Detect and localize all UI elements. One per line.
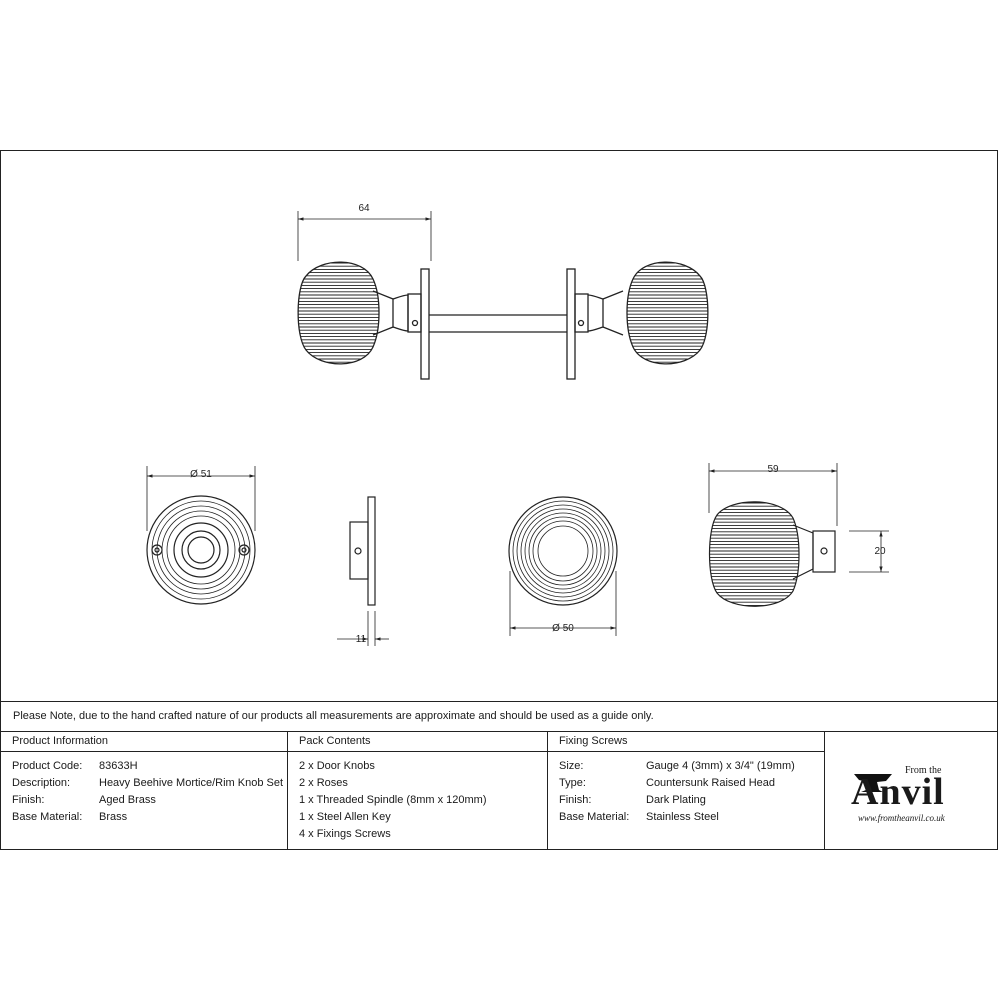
dimension-11 — [337, 611, 389, 646]
info-row: Base Material: Brass — [12, 809, 287, 826]
from-the-anvil-logo: From the Anvil www.fromtheanvil.co.uk — [824, 732, 997, 849]
panel-heading: Product Information — [1, 732, 287, 752]
info-row: Product Code: 83633H — [12, 758, 287, 775]
panel-heading: Pack Contents — [288, 732, 547, 752]
measurement-note: Please Note, due to the hand crafted nat… — [1, 701, 997, 732]
list-item: 1 x Steel Allen Key — [299, 811, 391, 823]
info-value: Gauge 4 (3mm) x 3/4" (19mm) — [646, 760, 795, 772]
info-row: Description: Heavy Beehive Mortice/Rim Kn… — [12, 775, 287, 792]
info-value: 83633H — [99, 760, 138, 772]
info-value: Stainless Steel — [646, 811, 719, 823]
list-item: 2 x Roses — [299, 777, 348, 789]
info-label: Type: — [559, 777, 586, 789]
info-row: Size: Gauge 4 (3mm) x 3/4" (19mm) — [559, 758, 824, 775]
dimension-51 — [146, 466, 256, 531]
info-row: Type: Countersunk Raised Head — [559, 775, 824, 792]
info-row: Base Material: Stainless Steel — [559, 809, 824, 826]
technical-drawing: 64 Ø 51 — [146, 203, 889, 646]
pack-contents-panel: Pack Contents 2 x Door Knobs 2 x Roses 1… — [287, 732, 547, 849]
list-item: 2 x Door Knobs — [299, 760, 375, 772]
dimension-64 — [297, 211, 432, 261]
info-label: Finish: — [12, 794, 45, 806]
info-label: Finish: — [559, 794, 592, 806]
dim-label-50: Ø 50 — [552, 623, 574, 634]
info-label: Description: — [12, 777, 71, 789]
info-label: Base Material: — [12, 811, 83, 823]
dim-label-64: 64 — [358, 203, 370, 214]
info-label: Base Material: — [559, 811, 630, 823]
logo-url: www.fromtheanvil.co.uk — [858, 813, 945, 823]
dim-label-59: 59 — [767, 464, 779, 475]
info-value: Brass — [99, 811, 128, 823]
dimension-59 — [708, 463, 838, 526]
drawing-sheet: 64 Ø 51 — [0, 150, 998, 850]
list-item: 4 x Fixings Screws — [299, 828, 391, 840]
dim-label-11: 11 — [356, 634, 367, 645]
logo-from-text: From the — [905, 765, 942, 776]
logo-wordmark: Anvil — [851, 771, 945, 813]
info-label: Size: — [559, 760, 584, 772]
panel-heading: Fixing Screws — [548, 732, 824, 752]
knob-side-view — [708, 501, 836, 607]
rose-side-view — [349, 496, 376, 606]
assembly-side-view — [297, 261, 709, 380]
list-item: 1 x Threaded Spindle (8mm x 120mm) — [299, 794, 487, 806]
rose-front-view — [146, 495, 256, 605]
info-value: Dark Plating — [646, 794, 706, 806]
dimension-50 — [509, 571, 617, 636]
product-information-panel: Product Information Product Code:83633H … — [1, 732, 287, 849]
info-row: Finish: Aged Brass — [12, 792, 287, 809]
dim-label-20: 20 — [874, 546, 886, 557]
info-row: Finish: Dark Plating — [559, 792, 824, 809]
dim-label-51: Ø 51 — [190, 469, 212, 480]
info-value: Heavy Beehive Mortice/Rim Knob Set — [99, 777, 284, 789]
dimension-20 — [849, 530, 889, 573]
info-value: Aged Brass — [99, 794, 156, 806]
info-value: Countersunk Raised Head — [646, 777, 776, 789]
knob-face-view — [508, 496, 618, 606]
anvil-icon — [854, 774, 892, 792]
fixing-screws-panel: Fixing Screws Size: Gauge 4 (3mm) x 3/4" … — [547, 732, 824, 849]
info-label: Product Code: — [12, 760, 83, 772]
